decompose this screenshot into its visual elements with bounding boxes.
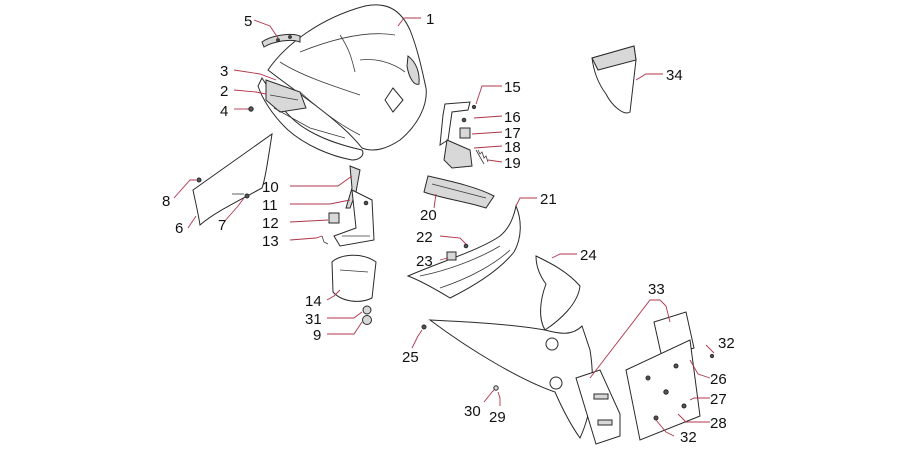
callout-34: 34: [666, 67, 683, 84]
part-5-handle: [261, 33, 301, 48]
callout-26: 26: [710, 371, 727, 388]
callout-4: 4: [220, 103, 228, 120]
callout-32-bottom: 32: [680, 429, 697, 446]
part-31-9-fasteners: [362, 305, 372, 325]
callout-32-top: 32: [718, 335, 735, 352]
callout-25: 25: [402, 349, 419, 366]
callout-5: 5: [244, 13, 252, 30]
callout-10: 10: [262, 179, 279, 196]
callout-21: 21: [540, 191, 557, 208]
part-14-pad: [331, 254, 377, 302]
part-10-13-left-bracket: [321, 165, 375, 247]
callout-labels: 1 2 3 4 5 6 7 8 9 10 11 12 13 14 31 15 1…: [162, 11, 735, 446]
callout-1: 1: [426, 11, 434, 28]
part-26-license-plate-holder: [625, 311, 715, 441]
callout-19: 19: [504, 155, 521, 172]
part-2-3-front-frame: [257, 77, 364, 161]
callout-24: 24: [580, 247, 597, 264]
callout-3: 3: [220, 63, 228, 80]
callout-8: 8: [162, 193, 170, 210]
callout-6: 6: [175, 220, 183, 237]
callout-20: 20: [420, 207, 437, 224]
callout-27: 27: [710, 391, 727, 408]
callout-13: 13: [262, 233, 279, 250]
callout-16: 16: [504, 109, 521, 126]
part-34-rear-cap: [591, 45, 637, 114]
callout-28: 28: [710, 415, 727, 432]
leader-lines: [173, 17, 715, 437]
callout-17: 17: [504, 125, 521, 142]
callout-30: 30: [464, 403, 481, 420]
part-21-rear-bumper: [406, 204, 521, 299]
callout-12: 12: [262, 215, 279, 232]
callout-11: 11: [262, 197, 278, 214]
callout-18: 18: [504, 139, 521, 156]
callout-22: 22: [416, 229, 433, 246]
callout-31: 31: [305, 311, 322, 328]
callout-29: 29: [489, 409, 506, 426]
callout-23: 23: [416, 253, 433, 270]
callout-15: 15: [504, 79, 521, 96]
part-6-side-panel: [192, 132, 273, 226]
part-33-reflector: [575, 369, 621, 445]
callout-7: 7: [218, 217, 226, 234]
callout-14: 14: [305, 293, 322, 310]
callout-9: 9: [313, 327, 321, 344]
callout-2: 2: [220, 83, 228, 100]
callout-33: 33: [648, 281, 665, 298]
part-15-19-right-bracket: [439, 101, 489, 169]
part-1-top-cover: [267, 4, 427, 151]
